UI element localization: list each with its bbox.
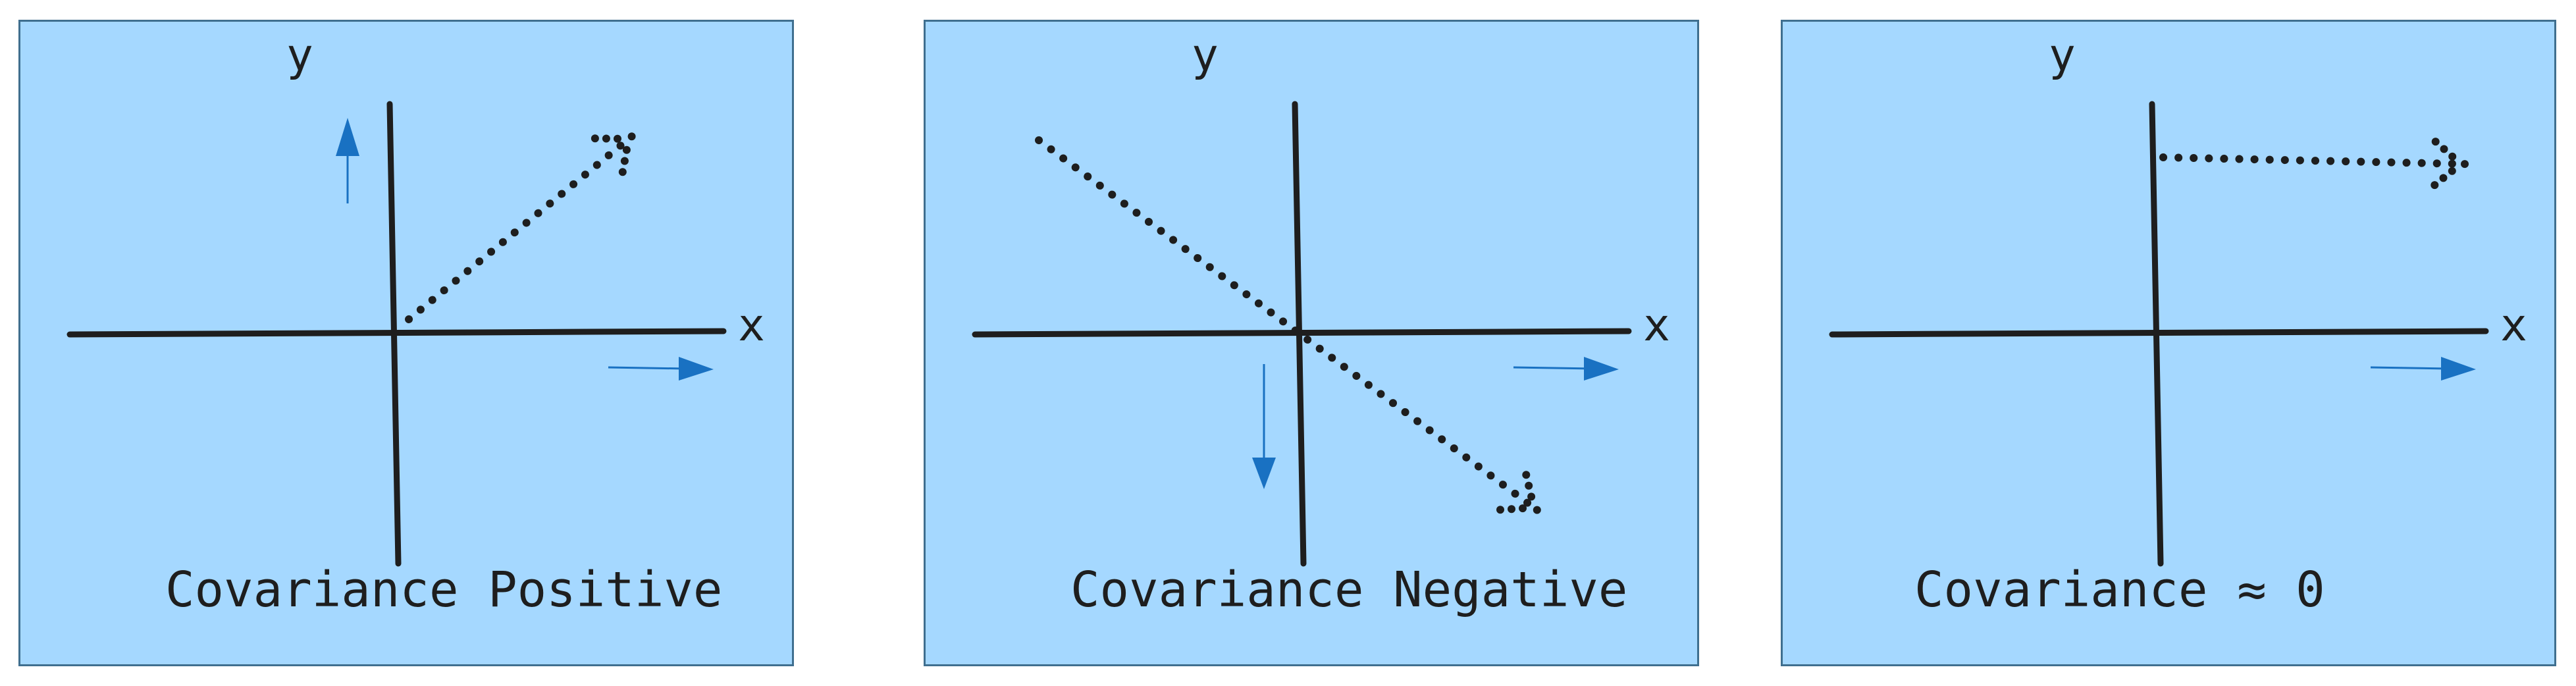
panel-background bbox=[1783, 22, 2554, 664]
trend-arrowhead-dot bbox=[1496, 506, 1504, 514]
x-increase-arrow-head bbox=[2441, 357, 2476, 381]
y-increase-arrow-head bbox=[336, 118, 359, 156]
y-axis bbox=[2149, 101, 2164, 567]
trend-arrowhead-dot bbox=[620, 157, 629, 165]
trend-arrowhead-dot bbox=[1527, 492, 1536, 501]
trend-arrowhead-dot bbox=[2431, 138, 2440, 146]
trend-arrowhead-dot bbox=[622, 145, 631, 154]
covariance-positive-diagram bbox=[20, 22, 792, 664]
trend-arrowhead-dot bbox=[2448, 152, 2457, 161]
x-axis-label: x bbox=[738, 300, 765, 352]
covariance-negative-diagram bbox=[926, 22, 1697, 664]
x-increase-arrow-shaft bbox=[608, 366, 687, 370]
trend-arrowhead-dot bbox=[627, 132, 636, 141]
trend-dotted-arrow bbox=[405, 135, 633, 323]
y-decrease-arrow-head bbox=[1252, 458, 1276, 489]
trend-arrowhead bbox=[1496, 471, 1541, 514]
trend-arrowhead-dot bbox=[1533, 506, 1541, 514]
x-increase-arrow-head bbox=[679, 357, 714, 381]
trend-arrowhead-dot bbox=[1525, 481, 1533, 490]
trend-arrowhead bbox=[591, 132, 636, 176]
panel-background bbox=[20, 22, 792, 664]
trend-arrowhead-dot bbox=[614, 134, 621, 143]
trend-dotted-arrow bbox=[2159, 153, 2465, 168]
y-axis bbox=[1292, 101, 1307, 567]
covariance-negative-panel: y x Covariance Negative bbox=[924, 20, 1699, 666]
panel-background bbox=[926, 22, 1697, 664]
trend-arrowhead-dot bbox=[2448, 167, 2456, 175]
trend-arrowhead-dot bbox=[2431, 181, 2439, 190]
panel-caption: Covariance Negative bbox=[1070, 562, 1628, 618]
trend-arrowhead-dot bbox=[591, 134, 599, 143]
trend-arrowhead-dot bbox=[618, 168, 627, 176]
trend-arrowhead-dot bbox=[2461, 160, 2469, 169]
trend-arrowhead-dot bbox=[1519, 504, 1527, 513]
x-axis-label: x bbox=[1643, 300, 1670, 352]
panel-caption: Covariance ≈ 0 bbox=[1914, 562, 2325, 618]
panel-caption: Covariance Positive bbox=[165, 562, 723, 618]
trend-arrowhead-dot bbox=[1522, 471, 1531, 479]
y-axis bbox=[386, 101, 402, 567]
covariance-positive-panel: y x Covariance Positive bbox=[18, 20, 794, 666]
x-increase-arrow-head bbox=[1584, 357, 1619, 381]
trend-arrowhead-dot bbox=[2439, 174, 2448, 182]
y-axis-label: y bbox=[1192, 30, 1219, 82]
trend-arrowhead-dot bbox=[1508, 505, 1515, 514]
covariance-zero-panel: y x Covariance ≈ 0 bbox=[1781, 20, 2556, 666]
covariance-zero-diagram bbox=[1783, 22, 2554, 664]
x-axis-label: x bbox=[2500, 300, 2527, 352]
trend-arrowhead-dot bbox=[2440, 145, 2448, 153]
trend-dotted-arrow bbox=[1035, 136, 1538, 512]
trend-arrowhead bbox=[2431, 138, 2469, 190]
y-axis-label: y bbox=[2049, 30, 2076, 82]
x-increase-arrow-shaft bbox=[2370, 366, 2450, 370]
trend-arrowhead-dot bbox=[602, 134, 610, 143]
y-axis-label: y bbox=[286, 30, 313, 82]
x-increase-arrow-shaft bbox=[1513, 366, 1592, 370]
